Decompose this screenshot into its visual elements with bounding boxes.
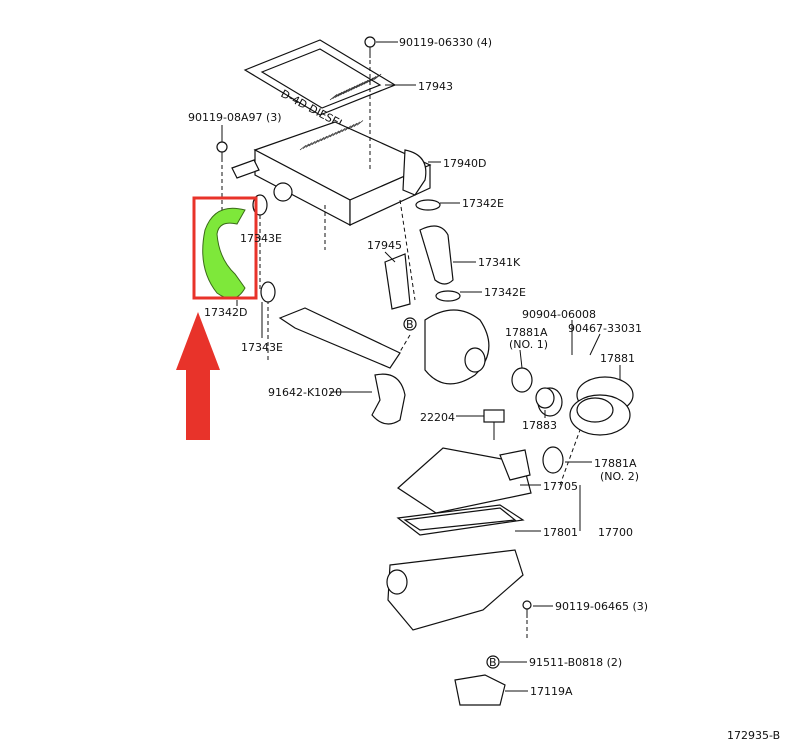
fin-line	[308, 141, 316, 147]
label-plug: 90904-06008	[522, 308, 596, 321]
label-clamp-left-upper: 17343E	[240, 232, 282, 245]
connector-17883	[535, 387, 563, 417]
fin-line	[347, 124, 355, 130]
fin-line	[302, 143, 310, 149]
hose-17341K	[419, 225, 454, 285]
fin-line	[329, 94, 338, 101]
label-sensor: 22204	[420, 411, 455, 424]
label-air-hose: 17881	[600, 352, 635, 365]
fin-line	[340, 89, 348, 96]
fin-line	[335, 129, 343, 135]
turbo-housing	[424, 309, 490, 385]
air-cleaner	[386, 447, 532, 706]
fin-line	[329, 131, 337, 138]
fin-line	[326, 133, 334, 139]
fin-line	[361, 79, 369, 86]
label-clamp-no2-note: (NO. 2)	[600, 470, 639, 483]
label-hose-right: 17341K	[478, 256, 521, 269]
ref-b-marker: B B	[403, 317, 500, 669]
fin-line	[353, 121, 361, 127]
fin-line	[332, 92, 340, 100]
label-duct: 91642-K1020	[268, 386, 342, 399]
fin-line	[341, 126, 349, 133]
fin-line	[317, 137, 325, 143]
figure-id: 172935-B	[727, 729, 780, 742]
fin-line	[356, 120, 364, 126]
red-arrow-icon	[176, 312, 220, 440]
fin-line	[299, 144, 307, 151]
label-clamp-right-lower: 17342E	[484, 286, 526, 299]
duct-91642	[278, 307, 406, 425]
fin-line	[358, 80, 366, 88]
fin-line	[355, 82, 364, 89]
label-clamp-right-upper: 17342E	[462, 197, 504, 210]
label-cover: 17943	[418, 80, 453, 93]
label-bracket: 17945	[367, 239, 402, 252]
label-bolt-left: 90119-08A97 (3)	[188, 111, 282, 124]
sensor-22204	[483, 409, 505, 440]
bolt-icon	[216, 36, 532, 618]
label-cleaner-cap: 17705	[543, 480, 578, 493]
fin-line	[335, 91, 343, 98]
label-hose-highlighted: 17342D	[204, 306, 247, 319]
clamps	[252, 194, 564, 474]
label-clamp-left-lower: 17343E	[241, 341, 283, 354]
fin-line	[332, 130, 340, 136]
fin-line	[353, 83, 361, 90]
fin-line	[314, 138, 322, 144]
label-clip: 90467-33031	[568, 322, 642, 335]
label-bracket-lower: 17119A	[530, 685, 573, 698]
label-clamp-no2: 17881A	[594, 457, 637, 470]
highlighted-hose-17342D	[202, 207, 246, 299]
hose-17881	[569, 376, 634, 436]
fin-line	[345, 86, 353, 94]
fin-line	[350, 122, 358, 129]
label-intercooler: 17940D	[443, 157, 486, 170]
fin-line	[338, 128, 346, 134]
highlight-box	[192, 196, 258, 300]
fin-line	[337, 90, 345, 97]
fin-line	[366, 77, 374, 84]
label-bolt-bracket: 91511-B0818 (2)	[529, 656, 622, 669]
leader-lines	[221, 41, 621, 692]
label-cleaner-assy: 17700	[598, 526, 633, 539]
fin-line	[348, 85, 356, 92]
fin-line	[342, 88, 351, 95]
fin-line	[320, 135, 328, 142]
fin-line	[350, 84, 358, 91]
fin-line	[311, 139, 319, 146]
label-clamp-no1-note: (NO. 1)	[509, 338, 548, 351]
fin-line	[344, 125, 352, 131]
fin-line	[371, 74, 379, 82]
label-element: 17801	[543, 526, 578, 539]
fin-line	[363, 78, 371, 85]
bracket-17945	[384, 253, 411, 310]
fin-line	[305, 142, 313, 148]
svg-text:B: B	[406, 318, 414, 331]
label-clamp-no1: 17881A	[505, 326, 548, 339]
svg-text:B: B	[489, 656, 497, 669]
fin-line	[323, 134, 331, 140]
part-labels: 90119-06330 (4) 17943 90119-08A97 (3) 17…	[188, 36, 780, 742]
guide-lines	[221, 60, 581, 640]
label-bolt-lower: 90119-06465 (3)	[555, 600, 648, 613]
label-bolt-top: 90119-06330 (4)	[399, 36, 492, 49]
intercooler	[231, 120, 432, 226]
label-connector: 17883	[522, 419, 557, 432]
fin-line	[374, 73, 382, 80]
